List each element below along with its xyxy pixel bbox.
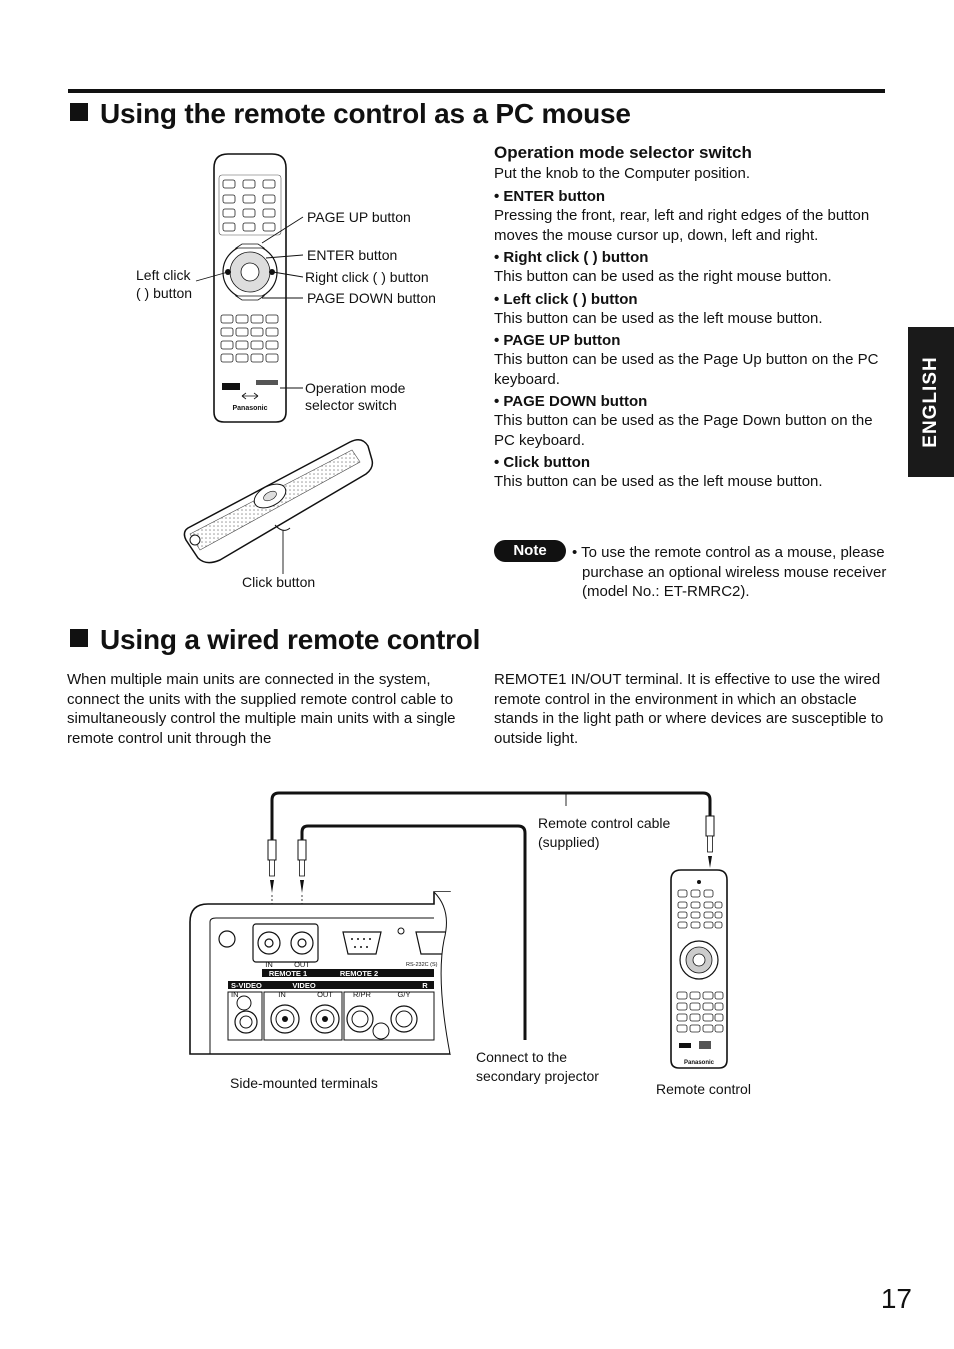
- list-item: • Left click ( ) button This button can …: [494, 290, 823, 327]
- brand-logo-small-remote: Panasonic: [684, 1060, 715, 1066]
- svg-text:REMOTE 1: REMOTE 1: [269, 969, 307, 978]
- svg-text:IN: IN: [265, 960, 273, 969]
- callout-op-mode-switch: selector switch: [305, 397, 397, 413]
- callout-enter: ENTER button: [307, 247, 398, 263]
- label-side-terminals: Side-mounted terminals: [230, 1075, 378, 1091]
- remote-control-angled: [183, 439, 374, 564]
- cable-plug-1: [267, 839, 277, 893]
- list-item: • PAGE DOWN button This button can be us…: [494, 393, 873, 449]
- label-cable: Remote control cable: [538, 815, 671, 831]
- paragraph-right: REMOTE1 IN/OUT terminal. It is effective…: [494, 671, 884, 747]
- page-number: 17: [880, 1283, 912, 1314]
- svg-text:R: R: [422, 981, 428, 990]
- section-title-pc-mouse: Using the remote control as a PC mouse: [70, 98, 631, 130]
- paragraph-left: When multiple main units are connected i…: [67, 671, 456, 747]
- cable-plug-remote: [705, 815, 715, 868]
- note-text: • To use the remote control as a mouse, …: [572, 544, 887, 600]
- list-item: • ENTER button Pressing the front, rear,…: [494, 188, 870, 244]
- square-bullet-icon: [70, 629, 88, 647]
- remote-cables: [270, 791, 712, 1040]
- label-remote-control: Remote control: [656, 1081, 751, 1097]
- brand-logo-small: Panasonic: [232, 405, 267, 412]
- callout-click-button: Click button: [242, 574, 316, 590]
- svg-text:IN: IN: [278, 990, 286, 999]
- callout-right-click: Right click ( ) button: [305, 269, 429, 285]
- section-title-wired-remote: Using a wired remote control: [70, 624, 480, 656]
- callout-left-click: Left click: [136, 267, 191, 283]
- list-item: • Right click ( ) button This button can…: [494, 249, 832, 285]
- list-item: • PAGE UP button This button can be used…: [494, 332, 879, 388]
- svg-text:RS-232C (S): RS-232C (S): [406, 962, 438, 968]
- svg-text:IN: IN: [231, 990, 239, 999]
- callout-page-up: PAGE UP button: [307, 209, 411, 225]
- language-tab: ENGLISH: [908, 327, 954, 477]
- side-terminal-panel: [189, 891, 462, 1055]
- list-item: • Click button This button can be used a…: [494, 454, 823, 490]
- label-cable-supplied: (supplied): [538, 834, 600, 850]
- leader-lines: [195, 216, 304, 389]
- svg-text:S-VIDEO: S-VIDEO: [231, 981, 262, 990]
- svg-text:REMOTE 2: REMOTE 2: [340, 969, 378, 978]
- label-connect: Connect to the: [476, 1049, 568, 1065]
- square-bullet-icon: [70, 103, 88, 121]
- remote-control-small: Panasonic: [670, 869, 728, 1069]
- svg-text:VIDEO: VIDEO: [292, 981, 316, 990]
- panel-labels: IN OUT REMOTE 1 REMOTE 2 RS-232C (S) S-V…: [231, 960, 438, 999]
- callout-page-down: PAGE DOWN button: [307, 290, 436, 306]
- svg-text:OUT: OUT: [317, 990, 333, 999]
- cable-plug-2: [297, 839, 307, 893]
- svg-text:OUT: OUT: [294, 960, 310, 969]
- svg-text:R/PR: R/PR: [353, 990, 372, 999]
- callout-op-mode: Operation mode: [305, 380, 406, 396]
- note-badge: Note: [494, 540, 566, 562]
- label-secondary-projector: secondary projector: [476, 1068, 599, 1084]
- svg-text:G/Y: G/Y: [398, 990, 411, 999]
- remote-control-upright: Panasonic: [213, 153, 287, 423]
- callout-left-click-button: ( ) button: [136, 285, 193, 301]
- button-list: • ENTER button Pressing the front, rear,…: [494, 187, 886, 492]
- intro-text: Put the knob to the Computer position.: [494, 165, 750, 182]
- top-rule: [68, 89, 885, 93]
- subheading-operation-mode: Operation mode selector switch: [494, 143, 752, 162]
